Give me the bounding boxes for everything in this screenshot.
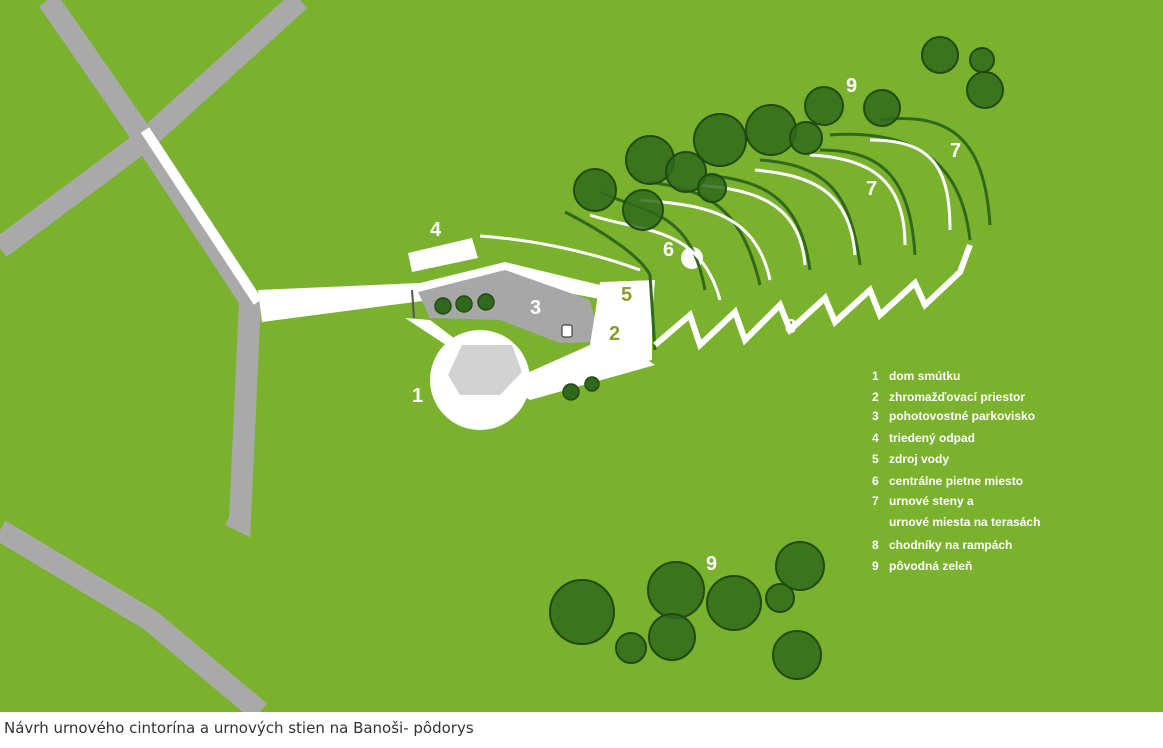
tree xyxy=(648,613,696,661)
road-north xyxy=(38,0,260,307)
label-pietne-miesto: 6 xyxy=(663,239,674,261)
legend-num: 4 xyxy=(872,431,879,445)
label-urnove-steny-2: 7 xyxy=(950,140,961,162)
parking-edge xyxy=(411,289,415,319)
label-chodniky: 8 xyxy=(785,316,796,338)
label-zelen-south: 9 xyxy=(706,553,717,575)
tree xyxy=(665,151,707,193)
car-icon xyxy=(561,324,573,338)
parking-area xyxy=(418,270,600,343)
legend-text: zdroj vody xyxy=(889,452,949,466)
legend-num: 7 xyxy=(872,494,879,508)
tree xyxy=(697,173,727,203)
legend-text: centrálne pietne miesto xyxy=(889,474,1023,488)
original-greenery-north xyxy=(573,36,1004,231)
legend-text: pôvodná zeleň xyxy=(889,559,972,573)
site-plan: 1 2 3 4 5 6 7 7 8 9 9 1 dom smútku 2 zhr… xyxy=(0,0,1163,712)
legend-num: 6 xyxy=(872,474,879,488)
tree xyxy=(455,295,473,313)
legend-text: pohotovostné parkovisko xyxy=(889,409,1035,423)
figure-caption: Návrh urnového cintorína a urnových stie… xyxy=(4,719,474,737)
road-southwest xyxy=(0,520,268,712)
tree xyxy=(863,89,901,127)
tree xyxy=(562,383,580,401)
label-parkovisko: 3 xyxy=(530,297,541,319)
label-odpad: 4 xyxy=(430,219,442,241)
legend-num: 9 xyxy=(872,559,879,573)
tree xyxy=(615,632,647,664)
legend-text: triedený odpad xyxy=(889,431,975,445)
legend-num: 5 xyxy=(872,452,879,466)
tree xyxy=(477,293,495,311)
funeral-hall-roof xyxy=(448,345,522,395)
ramp-paths xyxy=(653,243,973,351)
tree xyxy=(584,376,600,392)
legend: 1 dom smútku 2 zhromažďovací priestor 3 … xyxy=(872,369,1040,573)
tree xyxy=(573,168,617,212)
legend-text: urnové miesta na terasách xyxy=(889,515,1040,529)
tree xyxy=(549,579,615,645)
legend-num: 3 xyxy=(872,409,879,423)
tree xyxy=(693,113,747,167)
tree xyxy=(804,86,844,126)
tree xyxy=(622,189,664,231)
label-zelen-north: 9 xyxy=(846,75,857,97)
small-trees xyxy=(434,293,600,401)
tree xyxy=(775,541,825,591)
tree xyxy=(745,104,797,156)
access-road-spur xyxy=(140,127,263,305)
tree xyxy=(706,575,762,631)
road-south xyxy=(225,299,261,538)
tree xyxy=(765,583,795,613)
legend-num: 2 xyxy=(872,390,879,404)
label-dom-smutku: 1 xyxy=(412,385,423,407)
tree xyxy=(772,630,822,680)
tree xyxy=(969,47,995,73)
roads xyxy=(0,0,308,712)
label-zhromazdovaci-priestor: 2 xyxy=(609,323,620,345)
tree xyxy=(966,71,1004,109)
tree xyxy=(647,561,705,619)
label-urnove-steny-1: 7 xyxy=(866,178,877,200)
legend-text: urnové steny a xyxy=(889,494,974,508)
tree xyxy=(789,121,823,155)
label-zdroj-vody: 5 xyxy=(621,284,632,306)
legend-text: zhromažďovací priestor xyxy=(889,390,1025,404)
legend-text: chodníky na rampách xyxy=(889,538,1012,552)
legend-num: 1 xyxy=(872,369,879,383)
tree xyxy=(921,36,959,74)
terrace-paths xyxy=(479,138,952,301)
legend-text: dom smútku xyxy=(889,369,960,383)
tree xyxy=(434,297,452,315)
waste-area xyxy=(408,238,478,272)
legend-num: 8 xyxy=(872,538,879,552)
original-greenery-south xyxy=(549,541,825,680)
